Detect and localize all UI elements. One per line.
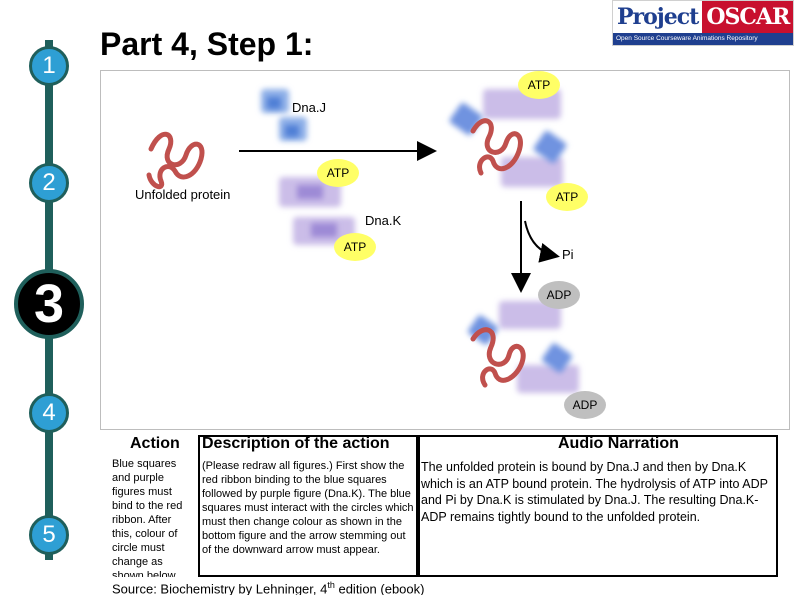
dnak-complex-upper-2 [501, 157, 563, 187]
atp-bubble-dnak: ATP [334, 233, 376, 261]
step-4-badge[interactable]: 4 [29, 393, 69, 433]
dnaj-complex-upper-1 [449, 102, 483, 136]
bound-protein-lower [470, 327, 526, 388]
narration-cell-border [418, 435, 778, 577]
diagram-canvas: Dna.J Unfolded protein Dna.K Pi ATP ATP … [100, 70, 790, 430]
step-3-badge[interactable]: 3 [14, 269, 84, 339]
description-text: (Please redraw all figures.) First show … [202, 460, 414, 556]
atp-bubble-mid: ATP [317, 159, 359, 187]
dnak-complex-lower-2 [517, 365, 579, 393]
narration-text: The unfolded protein is bound by Dna.J a… [421, 460, 768, 524]
project-oscar-logo: Project OSCAR Open Source Courseware Ani… [612, 0, 794, 46]
action-text: Blue squares and purple figures must bin… [112, 458, 183, 577]
step-1-badge[interactable]: 1 [29, 46, 69, 86]
storyboard-table: Action Description of the action Audio N… [112, 435, 778, 577]
label-dnak: Dna.K [365, 213, 402, 228]
pi-release-arrow [524, 220, 560, 263]
label-unfolded-protein: Unfolded protein [135, 187, 231, 202]
page-title: Part 4, Step 1: [100, 26, 314, 62]
step-5-badge[interactable]: 5 [29, 515, 69, 555]
header-action: Action [130, 435, 180, 452]
atp-bubble-right: ATP [546, 183, 588, 211]
dnaj-complex-upper-2 [533, 130, 567, 164]
bound-protein-upper [470, 118, 523, 176]
adp-bubble-mid: ADP [538, 281, 580, 309]
logo-tagline: Open Source Courseware Animations Reposi… [613, 33, 793, 45]
step-2-badge[interactable]: 2 [29, 163, 69, 203]
diagram-svg [146, 89, 579, 393]
source-citation: Source: Biochemistry by Lehninger, 4th e… [112, 580, 425, 595]
logo-word-project: Project [613, 1, 703, 33]
unfolded-protein-left [146, 131, 205, 190]
logo-word-oscar: OSCAR [702, 1, 794, 33]
atp-bubble-top: ATP [518, 71, 560, 99]
header-narration: Audio Narration [558, 435, 679, 452]
label-dnaj: Dna.J [292, 100, 326, 115]
label-pi: Pi [562, 247, 574, 262]
dnak-complex-lower-1 [499, 301, 561, 329]
adp-bubble-bottom: ADP [564, 391, 606, 419]
header-description: Description of the action [202, 435, 390, 452]
description-cell-border [198, 435, 418, 577]
dnaj-complex-lower-2 [542, 343, 572, 373]
